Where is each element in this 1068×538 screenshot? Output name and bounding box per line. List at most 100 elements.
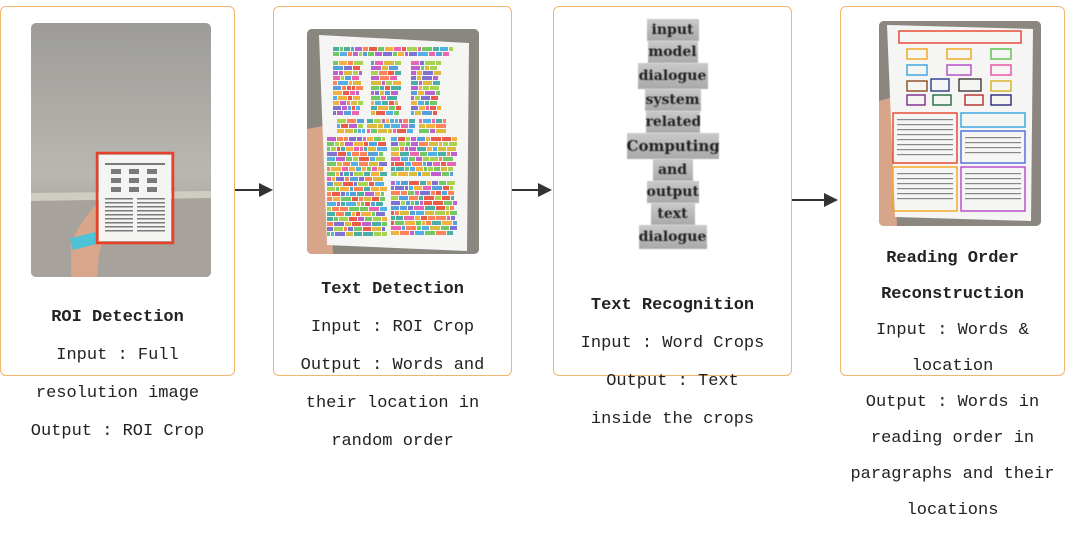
detected-word-box bbox=[372, 167, 377, 171]
detected-word-box bbox=[339, 71, 343, 75]
detected-word-box bbox=[359, 197, 363, 201]
detected-word-box bbox=[440, 47, 448, 51]
detected-word-box bbox=[450, 226, 457, 230]
detected-word-box bbox=[356, 212, 360, 216]
detected-word-box bbox=[327, 182, 333, 186]
detected-word-box bbox=[380, 187, 387, 191]
detected-word-box bbox=[351, 162, 358, 166]
detected-word-box bbox=[334, 182, 342, 186]
detected-word-box bbox=[391, 216, 395, 220]
detected-word-box bbox=[333, 101, 339, 105]
detected-word-box bbox=[419, 196, 423, 200]
detected-word-box bbox=[422, 111, 432, 115]
detected-word-box bbox=[436, 61, 441, 65]
detected-word-box bbox=[398, 52, 404, 56]
detected-word-box bbox=[357, 202, 360, 206]
detected-word-box bbox=[385, 86, 390, 90]
detected-word-box bbox=[409, 147, 416, 151]
detected-word-box bbox=[346, 157, 352, 161]
detected-word-box bbox=[382, 101, 388, 105]
detected-word-box bbox=[439, 181, 446, 185]
detected-word-box bbox=[391, 206, 399, 210]
detected-word-box bbox=[380, 86, 384, 90]
detected-word-box bbox=[407, 129, 413, 133]
detected-word-box bbox=[349, 167, 355, 171]
detected-word-box bbox=[339, 217, 348, 221]
detected-word-box bbox=[382, 66, 388, 70]
detected-word-box bbox=[425, 206, 435, 210]
detected-word-box bbox=[411, 142, 418, 146]
detected-word-box bbox=[386, 111, 393, 115]
detected-word-box bbox=[400, 231, 409, 235]
detected-word-box bbox=[395, 186, 404, 190]
detected-word-box bbox=[436, 191, 441, 195]
detected-word-box bbox=[327, 187, 335, 191]
detected-word-box bbox=[344, 47, 350, 51]
detected-word-box bbox=[386, 81, 392, 85]
detected-word-box bbox=[375, 182, 384, 186]
detected-word-box bbox=[375, 101, 381, 105]
stage-line: random order bbox=[331, 432, 454, 451]
detected-word-box bbox=[373, 177, 383, 181]
detected-word-box bbox=[419, 119, 422, 123]
detected-word-box bbox=[410, 152, 419, 156]
detected-word-box bbox=[405, 162, 411, 166]
detected-word-box bbox=[349, 137, 356, 141]
detected-word-box bbox=[373, 217, 381, 221]
detected-word-box bbox=[395, 119, 398, 123]
detected-word-box bbox=[423, 186, 431, 190]
detected-word-box bbox=[443, 142, 448, 146]
detected-word-box bbox=[378, 124, 383, 128]
detected-word-box bbox=[354, 147, 359, 151]
detected-word-box bbox=[365, 177, 372, 181]
detected-word-box bbox=[401, 124, 408, 128]
detected-word-box bbox=[356, 91, 359, 95]
detected-word-box bbox=[425, 66, 429, 70]
detected-word-box bbox=[354, 187, 363, 191]
detected-word-box bbox=[367, 124, 377, 128]
detected-word-box bbox=[407, 47, 417, 51]
detected-word-box bbox=[447, 162, 456, 166]
detected-word-box bbox=[371, 86, 379, 90]
stage-title-line2: Reconstruction bbox=[881, 285, 1024, 304]
detected-word-box bbox=[343, 162, 350, 166]
detected-word-box bbox=[327, 197, 332, 201]
detected-word-box bbox=[417, 147, 426, 151]
detected-word-box bbox=[424, 201, 432, 205]
detected-word-box bbox=[388, 71, 394, 75]
detected-word-box bbox=[337, 162, 342, 166]
detected-word-box bbox=[391, 86, 401, 90]
detected-word-box bbox=[352, 86, 355, 90]
detected-word-box bbox=[394, 47, 401, 51]
detected-word-box bbox=[382, 222, 387, 226]
detected-word-box bbox=[400, 147, 404, 151]
detected-word-box bbox=[371, 101, 374, 105]
detected-word-box bbox=[349, 207, 359, 211]
detected-word-box bbox=[396, 216, 403, 220]
detected-word-box bbox=[435, 211, 445, 215]
detected-word-box bbox=[415, 201, 419, 205]
detected-word-box bbox=[347, 119, 356, 123]
detected-word-box bbox=[380, 172, 387, 176]
detected-word-box bbox=[332, 192, 340, 196]
detected-word-box bbox=[391, 186, 394, 190]
detected-word-box bbox=[419, 86, 422, 90]
detected-word-box bbox=[380, 207, 387, 211]
detected-word-box bbox=[449, 47, 453, 51]
detected-word-box bbox=[400, 206, 407, 210]
detected-word-box bbox=[380, 197, 385, 201]
detected-word-box bbox=[371, 61, 374, 65]
detected-word-box bbox=[354, 227, 362, 231]
detected-word-box bbox=[344, 172, 349, 176]
detected-word-box bbox=[390, 119, 394, 123]
detected-word-box bbox=[367, 137, 373, 141]
detected-word-box bbox=[408, 191, 414, 195]
detected-word-box bbox=[334, 222, 344, 226]
detected-word-box bbox=[399, 142, 405, 146]
detected-word-box bbox=[345, 76, 351, 80]
detected-word-box bbox=[361, 212, 371, 216]
detected-word-box bbox=[327, 207, 331, 211]
detected-word-box bbox=[419, 106, 425, 110]
detected-word-box bbox=[327, 227, 333, 231]
detected-word-box bbox=[340, 187, 349, 191]
